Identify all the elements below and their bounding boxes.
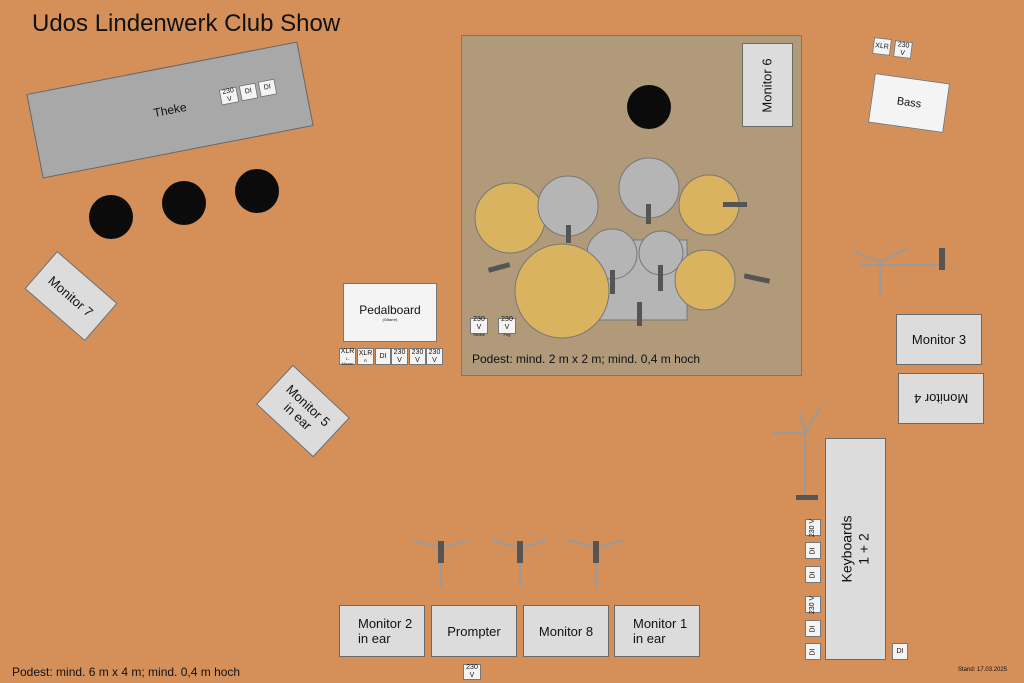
bar-stool — [89, 195, 133, 239]
microphone — [796, 495, 818, 500]
keyboards: Keyboards 1 + 2 — [825, 438, 886, 660]
mic-stand — [772, 407, 821, 495]
power-tag: 230 V — [409, 348, 426, 365]
di-tag: DI — [805, 566, 821, 583]
power-tag: 230 V Strobe — [470, 316, 488, 337]
power-tag: 230 V — [391, 348, 408, 365]
drum-mic — [637, 302, 642, 326]
drum-mic — [658, 265, 663, 291]
microphone — [438, 541, 444, 563]
drum-mic — [487, 262, 511, 273]
mic-stand — [851, 247, 942, 296]
drum-throne — [627, 85, 671, 129]
microphone — [593, 541, 599, 563]
drum-mic — [723, 202, 747, 207]
bar-stool — [235, 169, 279, 213]
pedalboard-label: Pedalboard — [359, 303, 421, 317]
di-tag: DI — [805, 643, 821, 660]
monitor-2: Monitor 2 in ear — [339, 605, 425, 657]
microphone — [939, 248, 945, 270]
monitor-4: Monitor 4 — [898, 373, 984, 424]
power-tag: 230 V — [805, 595, 821, 614]
pedalboard-sublabel: (Gitarre) — [382, 317, 398, 322]
pedalboard: Pedalboard (Gitarre) — [343, 283, 437, 342]
di-tag: DI — [892, 643, 908, 660]
drum-mic — [646, 204, 651, 224]
page-title: Udos Lindenwerk Club Show — [32, 10, 341, 37]
drum-mic — [566, 225, 571, 243]
power-tag: 230 V — [426, 348, 443, 365]
di-tag: DI — [805, 620, 821, 637]
drum-mic — [743, 273, 771, 284]
prompter: Prompter — [431, 605, 517, 657]
di-tag: DI — [375, 348, 391, 365]
riser-note: Podest: mind. 2 m x 2 m; mind. 0,4 m hoc… — [472, 352, 701, 366]
monitor-6: Monitor 6 — [742, 43, 793, 127]
di-tag: DI — [805, 542, 821, 559]
xlr-tag: XLR R — [357, 348, 374, 365]
date-stamp: Stand: 17.03.2025 — [958, 667, 1008, 673]
power-tag: 230 V Fog — [498, 316, 516, 337]
kick-drum — [514, 243, 610, 339]
power-tag: 230 V — [805, 518, 821, 537]
power-tag: 230 V — [463, 664, 481, 680]
microphone — [517, 541, 523, 563]
drum-mic — [610, 270, 615, 294]
monitor-8: Monitor 8 — [523, 605, 609, 657]
stage-note: Podest: mind. 6 m x 4 m; mind. 0,4 m hoc… — [12, 665, 241, 679]
cymbal — [674, 249, 736, 311]
monitor-3: Monitor 3 — [896, 314, 982, 365]
cymbal — [474, 182, 546, 254]
xlr-tag: XLR L-Micron — [339, 347, 356, 366]
monitor-1: Monitor 1 in ear — [614, 605, 700, 657]
bar-stool — [162, 181, 206, 225]
